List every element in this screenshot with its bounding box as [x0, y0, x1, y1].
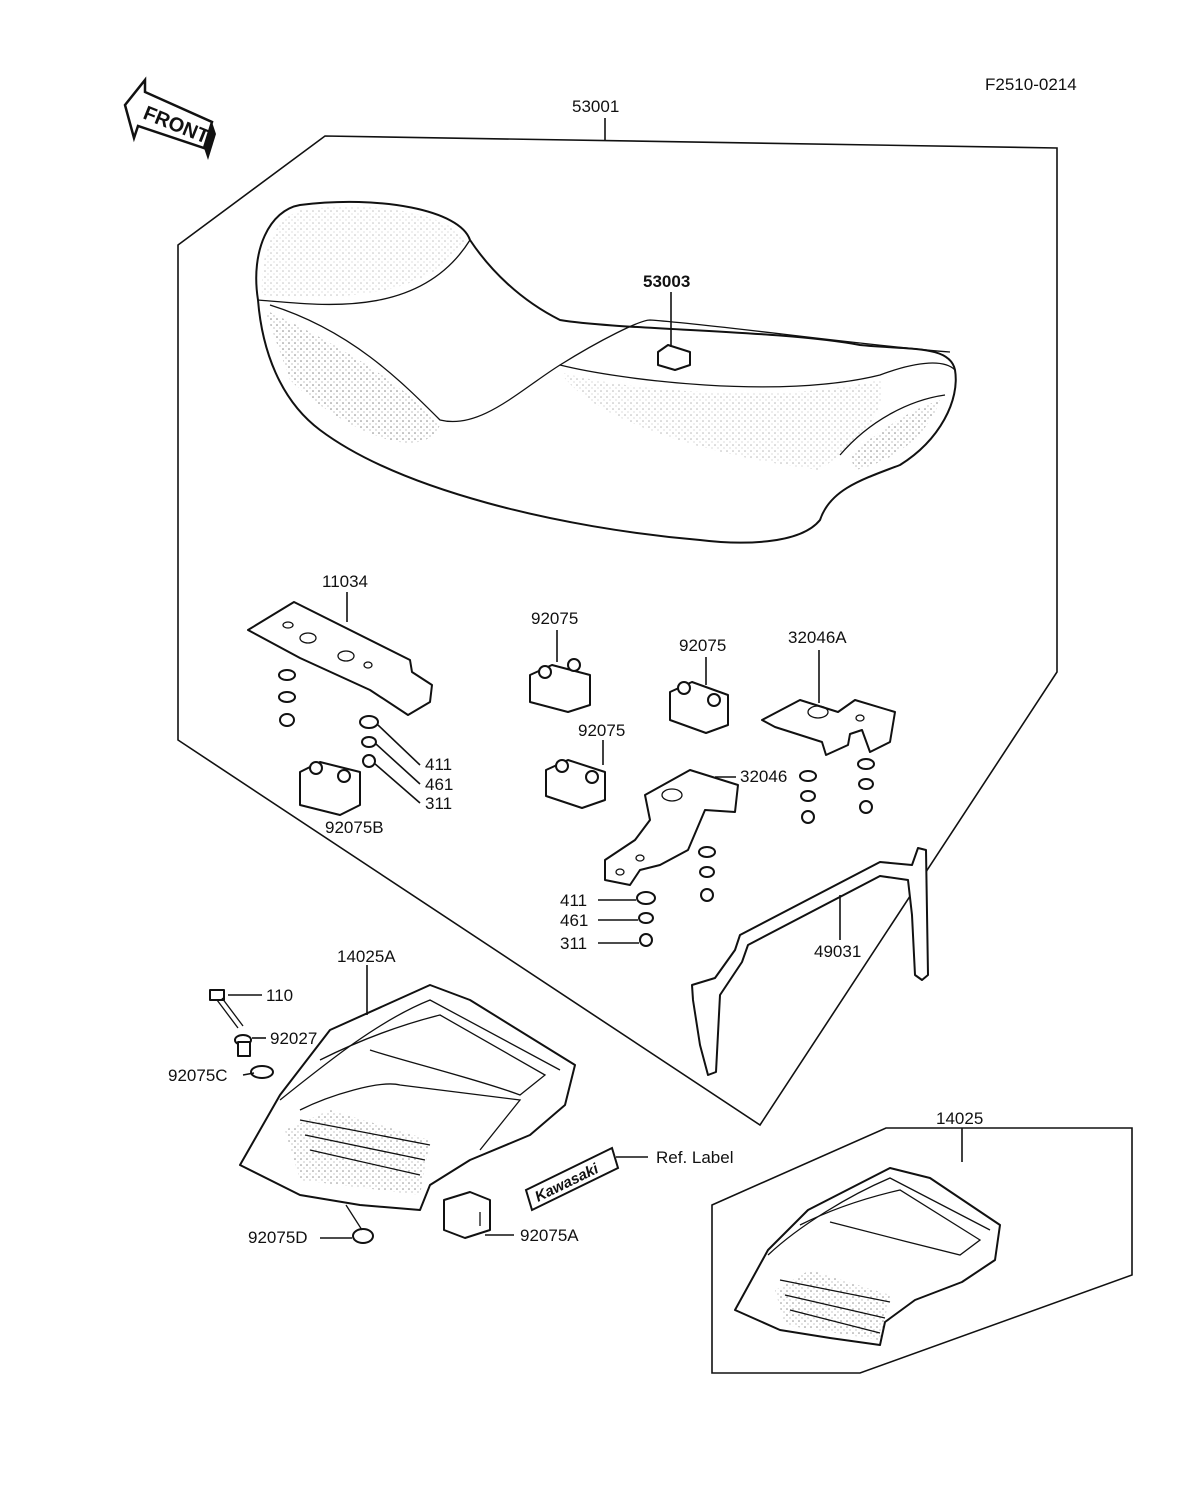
label-461-b: 461 — [560, 911, 588, 930]
label-49031: 49031 — [814, 942, 861, 961]
label-92075c: 92075C — [168, 1066, 228, 1085]
label-32046a: 32046A — [788, 628, 847, 647]
damper-92075a — [443, 1191, 491, 1239]
washer-stack-center — [636, 846, 716, 947]
damper-92075d — [345, 1204, 374, 1244]
washer-stack-right — [799, 758, 875, 824]
diagram-code: F2510-0214 — [985, 75, 1077, 94]
label-311-a: 311 — [425, 794, 452, 813]
label-14025: 14025 — [936, 1109, 983, 1128]
label-32046: 32046 — [740, 767, 787, 786]
grab-rail-49031 — [691, 847, 929, 1076]
bolt-110 — [209, 989, 244, 1029]
label-110: 110 — [266, 986, 293, 1005]
damper-92075b — [299, 761, 361, 816]
label-92075d: 92075D — [248, 1228, 308, 1247]
bracket-11034 — [247, 601, 433, 716]
label-ref-label: Ref. Label — [656, 1148, 734, 1167]
collar-92027 — [234, 1034, 252, 1057]
damper-92075-b — [669, 681, 729, 734]
label-92075b: 92075B — [325, 818, 384, 837]
kawasaki-emblem: Kawasaki — [524, 1146, 620, 1212]
bracket-32046a — [761, 699, 896, 756]
damper-92075-c — [545, 759, 606, 809]
seat-assembly-boundary — [177, 135, 1058, 1127]
seat — [255, 200, 957, 544]
label-53003: 53003 — [643, 272, 690, 291]
washer-stack-left — [278, 669, 379, 768]
label-411-a: 411 — [425, 755, 452, 774]
bracket-32046 — [604, 769, 739, 886]
cover-14025a — [239, 984, 576, 1211]
label-92027: 92027 — [270, 1029, 317, 1048]
label-92075-a: 92075 — [531, 609, 578, 628]
label-14025a: 14025A — [337, 947, 396, 966]
label-311-b: 311 — [560, 934, 587, 953]
label-11034: 11034 — [322, 572, 368, 591]
label-461-a: 461 — [425, 775, 453, 794]
label-92075-b: 92075 — [679, 636, 726, 655]
damper-92075c — [250, 1065, 274, 1079]
label-92075a: 92075A — [520, 1226, 579, 1245]
cover-14025 — [734, 1167, 1001, 1346]
label-411-b: 411 — [560, 891, 587, 910]
seat-hook — [657, 344, 691, 371]
label-53001: 53001 — [572, 97, 619, 116]
front-arrow-icon: FRONT — [123, 76, 216, 160]
label-92075-c: 92075 — [578, 721, 625, 740]
damper-92075-a — [529, 658, 591, 713]
cover-14025-boundary — [711, 1127, 1133, 1374]
